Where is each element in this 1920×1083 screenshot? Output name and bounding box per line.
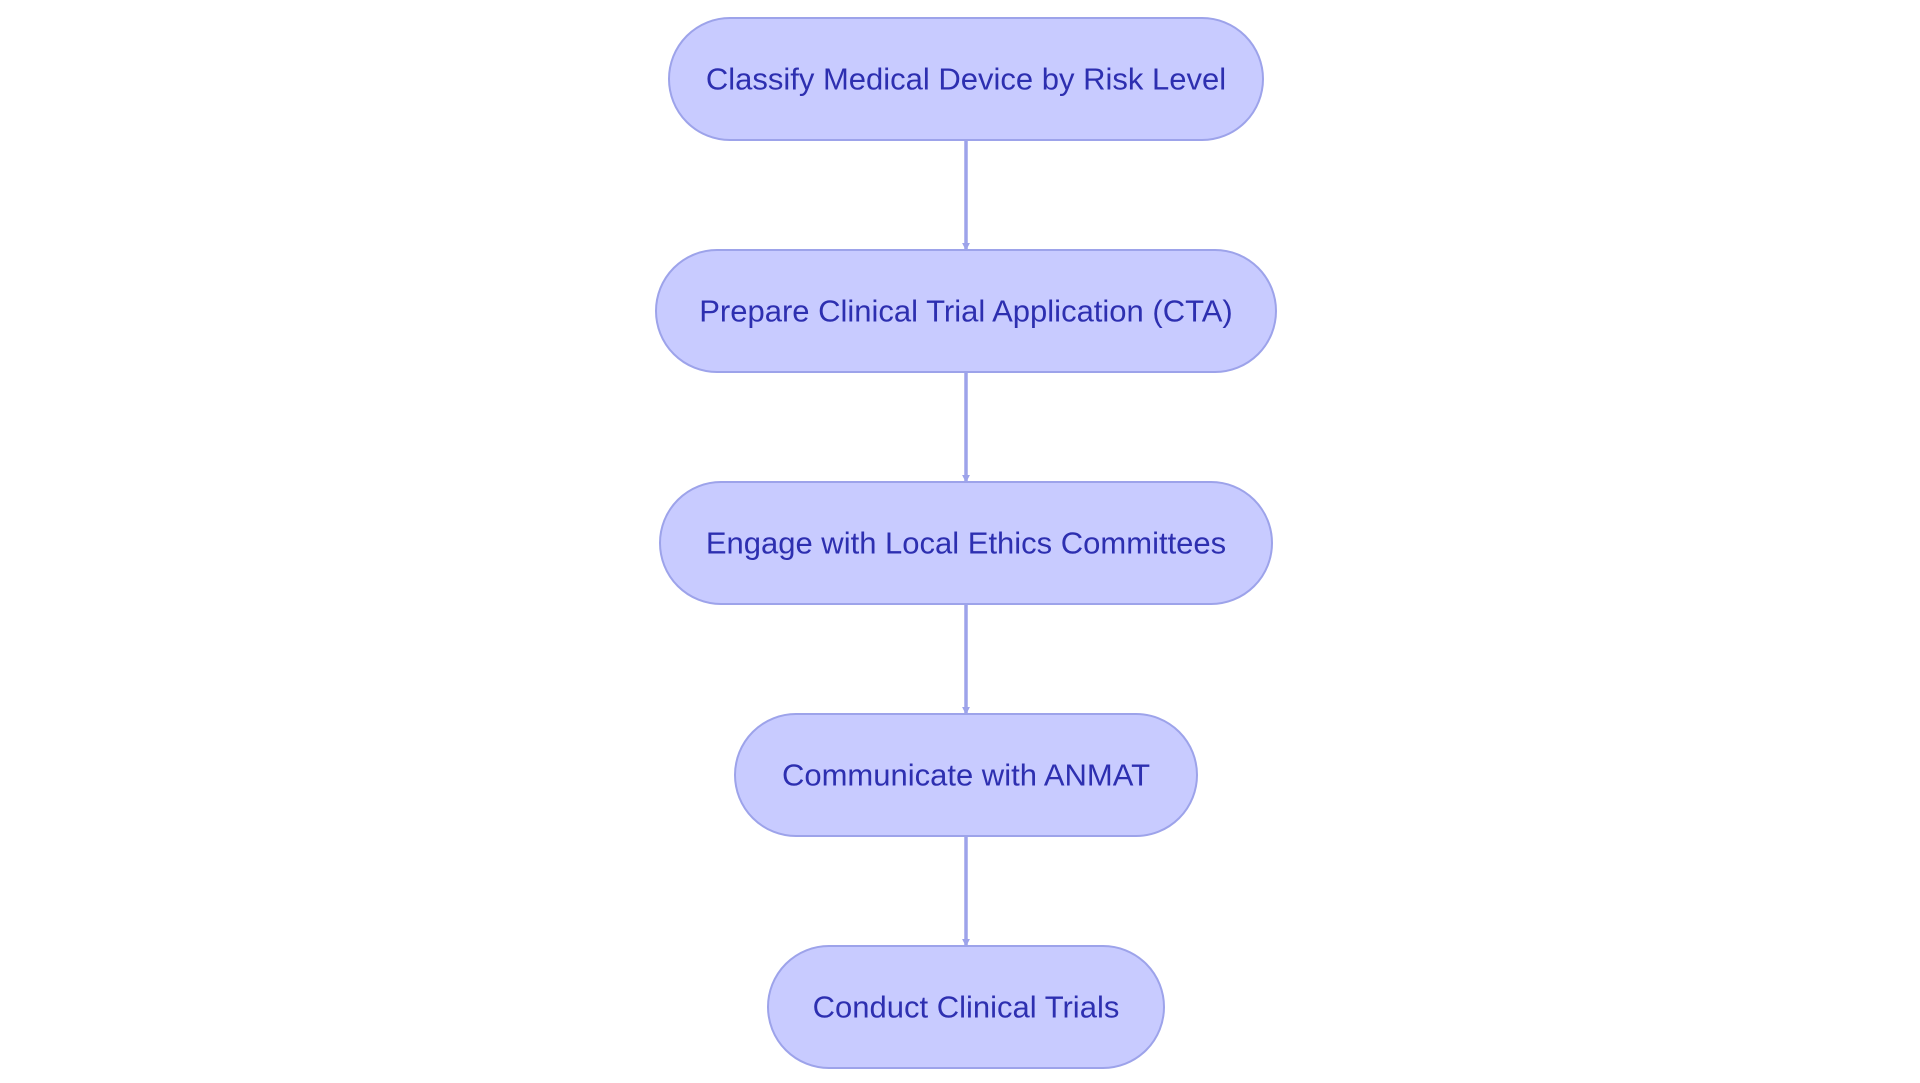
flow-node-3: Engage with Local Ethics Committees <box>659 481 1273 605</box>
flow-node-5: Conduct Clinical Trials <box>767 945 1165 1069</box>
nodes-layer: Classify Medical Device by Risk LevelPre… <box>655 17 1277 1069</box>
flow-node-label: Engage with Local Ethics Committees <box>706 526 1226 561</box>
flow-node-4: Communicate with ANMAT <box>734 713 1198 837</box>
flow-node-shape <box>659 481 1273 605</box>
flow-node-shape <box>668 17 1264 141</box>
flow-node-label: Conduct Clinical Trials <box>813 990 1120 1025</box>
flow-node-shape <box>767 945 1165 1069</box>
flow-node-shape <box>734 713 1198 837</box>
flow-node-2: Prepare Clinical Trial Application (CTA) <box>655 249 1277 373</box>
flow-node-label: Classify Medical Device by Risk Level <box>706 62 1226 97</box>
flow-node-1: Classify Medical Device by Risk Level <box>668 17 1264 141</box>
flow-node-shape <box>655 249 1277 373</box>
flow-node-label: Communicate with ANMAT <box>782 758 1150 793</box>
flow-node-label: Prepare Clinical Trial Application (CTA) <box>699 294 1233 329</box>
